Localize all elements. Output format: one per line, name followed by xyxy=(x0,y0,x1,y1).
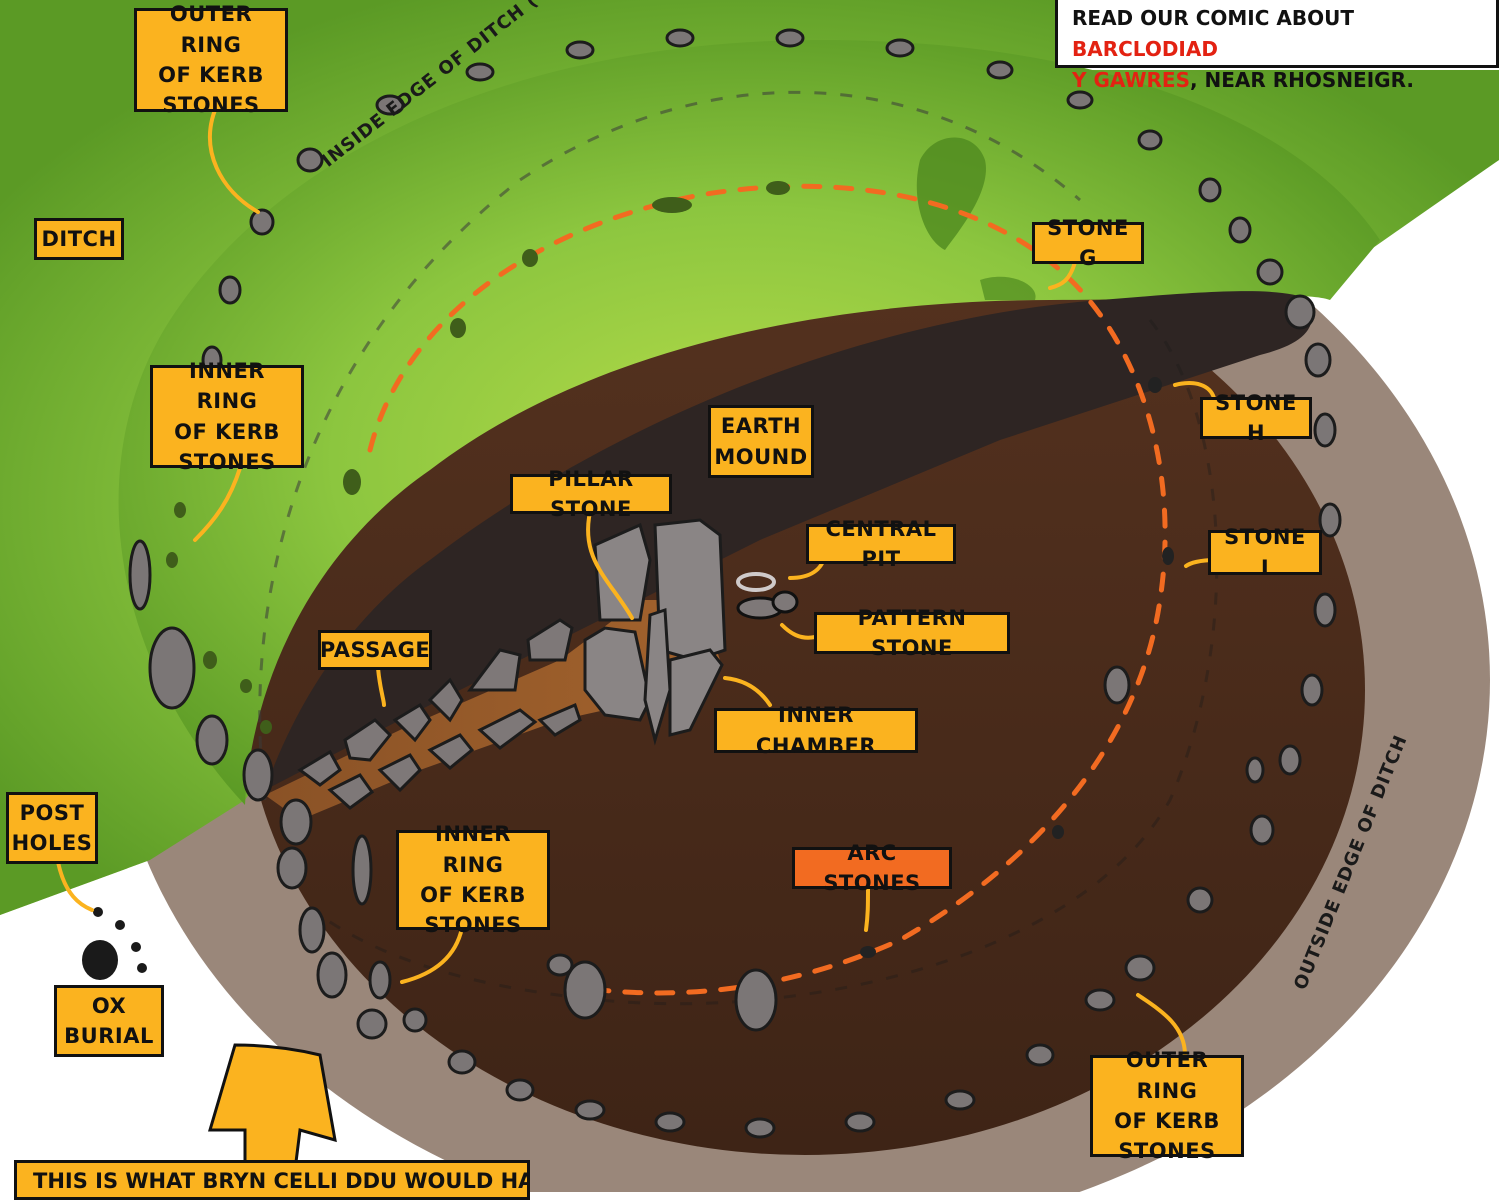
label-pattern-stone: PATTERN STONE xyxy=(814,606,1010,660)
label-stone-h: STONE H xyxy=(1200,391,1312,445)
inner-kerb-stones xyxy=(351,665,1265,1032)
post-holes-marks xyxy=(82,907,147,980)
outer-kerb-stones xyxy=(128,28,1342,1139)
label-pillar-stone: PILLAR STONE xyxy=(510,467,672,521)
label-stone-g: STONE G xyxy=(1032,216,1144,270)
comic-note-prefix: READ OUR COMIC ABOUT xyxy=(1072,6,1354,30)
label-outer-ring-top: OUTER RING OF KERB STONES xyxy=(134,2,288,117)
label-arc-stones: ARC STONES xyxy=(792,841,952,895)
inner-ring-posts xyxy=(166,181,790,734)
label-ditch: DITCH xyxy=(34,218,124,260)
caption: THIS IS WHAT BRYN CELLI DDU WOULD HAVE xyxy=(14,1160,530,1200)
label-post-holes: POST HOLES xyxy=(6,792,98,864)
arc-dashed xyxy=(367,183,1168,996)
comic-note-suffix: , NEAR RHOSNEIGR. xyxy=(1189,68,1414,92)
label-outer-ring-bottom: OUTER RING OF KERB STONES xyxy=(1090,1048,1244,1163)
comic-link-part1[interactable]: BARCLODIAD xyxy=(1072,37,1218,61)
label-earth-mound: EARTH MOUND xyxy=(708,405,814,478)
label-central-pit: CENTRAL PIT xyxy=(806,517,956,571)
chamber-stones xyxy=(583,518,727,746)
arc-stones-marks xyxy=(860,377,1174,958)
mound-cutaway xyxy=(265,291,1313,790)
label-inner-chamber: INNER CHAMBER xyxy=(714,703,918,758)
label-inner-ring-bottom: INNER RING OF KERB STONES xyxy=(396,822,550,937)
leader-arrows xyxy=(56,108,1217,1057)
central-pit xyxy=(736,572,776,592)
comic-link-part2[interactable]: Y GAWRES xyxy=(1072,68,1190,92)
label-ox-burial: OX BURIAL xyxy=(54,985,164,1057)
mound-shadow xyxy=(916,137,986,250)
comic-note[interactable]: READ OUR COMIC ABOUT BARCLODIAD Y GAWRES… xyxy=(1055,0,1499,92)
label-stone-i: STONE I xyxy=(1208,525,1322,580)
passage-stones xyxy=(297,618,582,810)
label-passage: PASSAGE xyxy=(318,630,432,670)
label-inner-ring-left: INNER RING OF KERB STONES xyxy=(150,359,304,474)
big-arrow xyxy=(207,1043,337,1172)
